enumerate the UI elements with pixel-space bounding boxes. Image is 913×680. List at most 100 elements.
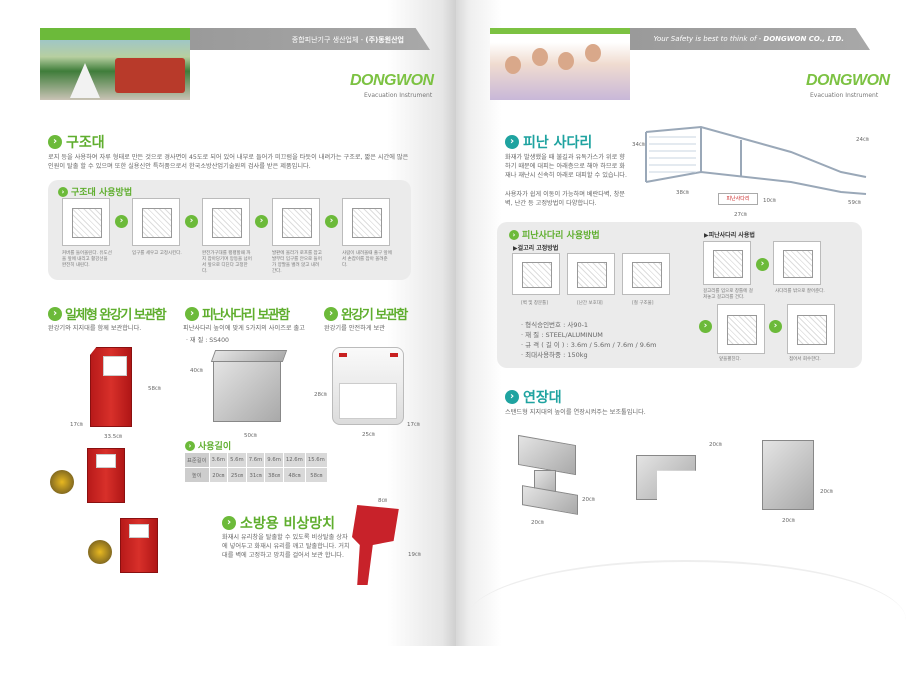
table-cell: 12.6m	[283, 453, 305, 467]
section-title-gujodae: › 구조대	[48, 132, 105, 152]
sign-text: 피난사다리	[726, 196, 750, 202]
ladder-specs: · 형식승인번호 : 사90-1 · 재 질 : STEEL/ALUMINUM …	[521, 320, 656, 360]
decorative-wave	[466, 560, 906, 680]
step-image-5	[342, 198, 390, 246]
title-text: 완강기 보관함	[341, 308, 408, 323]
emergency-hammer-image	[352, 505, 399, 585]
spec-line: · 최대사용하중 : 150kg	[521, 351, 588, 359]
right-page: Your Safety is best to think of - DONGWO…	[456, 0, 913, 646]
table-cell: 38㎝	[265, 468, 283, 482]
section-title-box1: ›일체형 완강기 보관함	[48, 304, 167, 323]
hook-method-title: ▶걸고리 고정방법	[513, 245, 559, 252]
descender-reel-image	[88, 540, 112, 564]
dimension-label: 25㎝	[362, 432, 375, 438]
chevron-right-icon: ›	[509, 229, 519, 240]
dimension-label: 33.5㎝	[104, 434, 122, 440]
table-cell: 3.6m	[209, 453, 228, 467]
dimension-label: 38㎝	[676, 190, 689, 196]
step-caption: 커버를 들어올린다. 유도선을 앞에 내리고 활강선을 완전히 내린다.	[62, 251, 112, 268]
dimension-label: 27㎝	[734, 212, 747, 218]
method-image-4	[787, 304, 835, 354]
method-caption: 앞을펼친다.	[719, 357, 742, 362]
ladder-storage-box-lid	[210, 350, 288, 362]
dimension-label: 50㎝	[244, 433, 257, 439]
step-caption: 발판에 올라가 로프를 잡고 발부터 입구를 안으로 들어가 양팔을 벌려 앉고…	[272, 251, 322, 274]
dimension-label: 20㎝	[709, 442, 722, 448]
method-image-3	[717, 304, 765, 354]
table-cell: 25㎝	[228, 468, 246, 482]
chevron-right-icon: ›	[505, 135, 519, 149]
dimension-label: 58㎝	[148, 386, 161, 392]
descender-reel-image	[50, 470, 74, 494]
dimension-label: 20㎝	[531, 520, 544, 526]
header-photo-family	[490, 28, 630, 100]
hook-image-steel	[622, 253, 670, 295]
integrated-storage-box-image	[90, 347, 132, 427]
step-caption: 완전가구대를 팽팽할때 까지 잡아당기며 망등을 넘어서 앞으로 디딘다 고정한…	[202, 251, 252, 274]
chevron-right-icon: ›	[58, 186, 68, 197]
escape-ladder-image	[645, 125, 867, 195]
method-caption: 사다리를 밖으로 잘어준다.	[775, 289, 825, 294]
step-caption: 사람이 내려올때 출구 앞에서 손잡이를 잡아 올려준다.	[342, 251, 392, 268]
dimension-label: 20㎝	[582, 497, 595, 503]
hook-caption: [철 구조물]	[632, 301, 654, 306]
hook-image-wall	[512, 253, 560, 295]
step-caption: 입구를 세우고 고정시킨다.	[132, 251, 182, 256]
header-photo-building	[40, 28, 190, 100]
hook-caption: [벽 및 창문틀]	[521, 301, 549, 306]
logo-subtitle: Evacuation Instrument	[364, 92, 433, 99]
extension-description: 스탠드형 지지대의 높이를 연장시켜주는 보조툴입니다.	[505, 409, 646, 416]
logo-subtitle: Evacuation Instrument	[810, 92, 879, 99]
chevron-right-icon: ›	[324, 306, 338, 321]
usage-length-title: ›사용길이	[185, 439, 231, 452]
arrow-right-icon: ›	[325, 215, 338, 228]
step-image-4	[272, 198, 320, 246]
method-image-2	[773, 241, 821, 285]
hook-caption: [난간 보호대]	[577, 301, 603, 306]
dimension-label: 59㎝	[848, 200, 861, 206]
title-text: 연장대	[523, 390, 562, 406]
hook-image-railing	[567, 253, 615, 295]
usage-title: ›피난사다리 사용방법	[509, 228, 600, 241]
usage-title-text: 피난사다리 사용방법	[522, 231, 600, 241]
arrow-right-icon: ›	[255, 215, 268, 228]
dimension-label: 10㎝	[763, 198, 776, 204]
header-tagline-bar: 종합피난기구 생산업체 - (주)동원산업	[190, 28, 430, 50]
table-cell: 20㎝	[209, 468, 228, 482]
ladder-sign-plate: 피난사다리	[718, 193, 758, 205]
title-text: 구조대	[66, 135, 105, 151]
chevron-right-icon: ›	[48, 306, 62, 321]
tagline-prefix: 종합피난기구 생산업체 -	[291, 36, 366, 44]
chevron-right-icon: ›	[222, 516, 236, 530]
table-cell: 높이	[185, 468, 209, 482]
extension-stand-base	[522, 485, 578, 515]
table-cell: 48㎝	[283, 468, 305, 482]
descender-case-image	[332, 347, 404, 425]
arrow-right-icon: ›	[769, 320, 782, 333]
dimension-label: 20㎝	[820, 489, 833, 495]
title-text: 소방용 비상망치	[240, 516, 336, 532]
box1-description: 완강기와 지지대를 함께 보관합니다.	[48, 325, 142, 332]
step-image-1	[62, 198, 110, 246]
usage-title-text: 구조대 사용방법	[71, 188, 133, 198]
ladder-description-2: 사용자가 쉽게 이동이 가능하며 베란다벽, 창문벽, 난간 등 고정방법이 다…	[505, 191, 625, 207]
spec-line: · 형식승인번호 : 사90-1	[521, 321, 589, 329]
header-tagline-bar: Your Safety is best to think of - DONGWO…	[630, 28, 870, 50]
table-cell: 31㎝	[246, 468, 265, 482]
section-title-ladder: ›피난 사다리	[505, 132, 592, 152]
section-title-box3: ›완강기 보관함	[324, 304, 408, 323]
spec-line: · 재 질 : STEEL/ALUMINUM	[521, 331, 603, 339]
dimension-label: 17㎝	[407, 422, 420, 428]
dimension-label: 28㎝	[314, 392, 327, 398]
usage-title: ›구조대 사용방법	[58, 185, 132, 198]
chevron-right-icon: ›	[48, 135, 62, 149]
tagline-prefix: Your Safety is best to think of -	[653, 35, 764, 43]
tagline-company: (주)동원산업	[365, 36, 404, 44]
step-image-2	[132, 198, 180, 246]
method-caption: 걸고리를 입으로 창틀에 걸쳐놓고 걸고리를 건다.	[703, 289, 753, 300]
table-cell: 9.6m	[265, 453, 283, 467]
table-cell: 7.6m	[246, 453, 265, 467]
ladder-usage-panel: ›피난사다리 사용방법 ▶걸고리 고정방법 [벽 및 창문틀] [난간 보호대]…	[497, 222, 862, 368]
